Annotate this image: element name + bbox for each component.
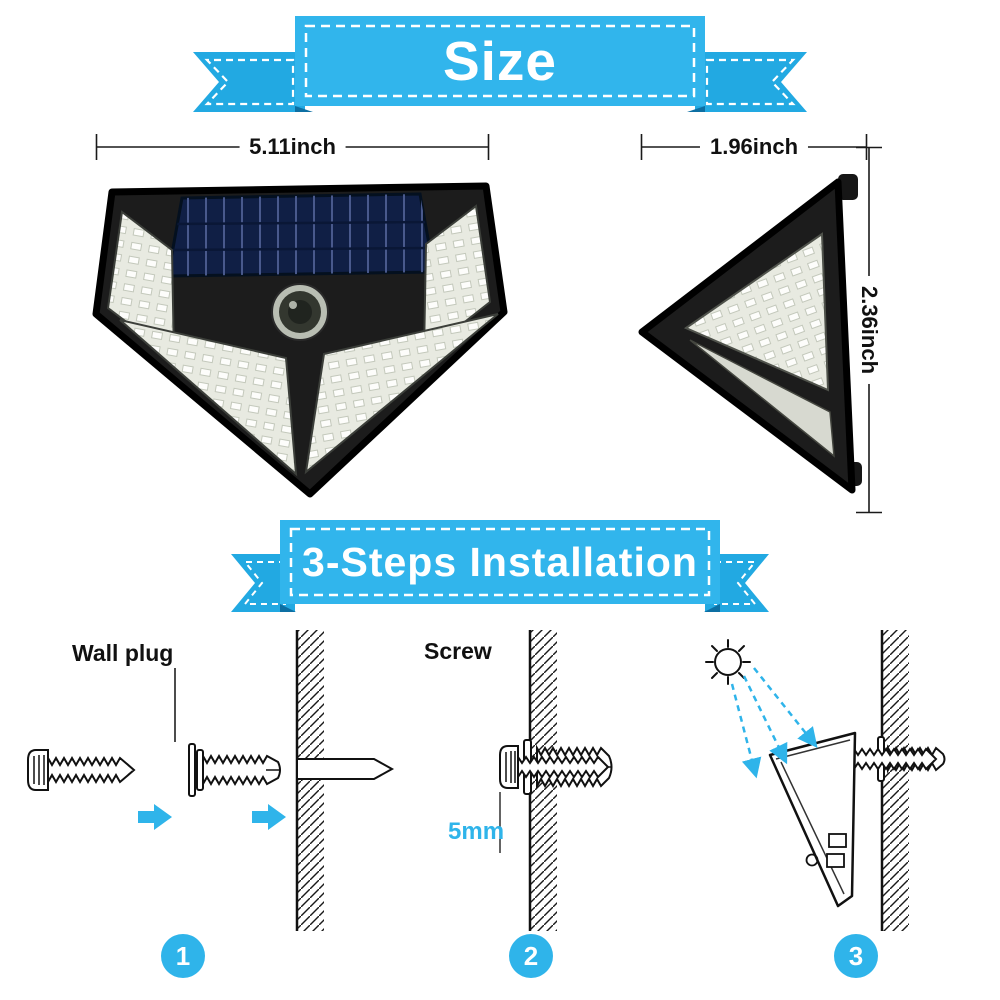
screw-icon (27, 749, 136, 791)
sunlight-dashed-arrows (730, 667, 818, 779)
wall-plug-icon (188, 743, 281, 797)
mount-bracket-top (838, 174, 858, 200)
step1-drawing (27, 630, 395, 931)
led-panel-side (683, 232, 830, 392)
size-banner-label: Size (442, 30, 558, 92)
step3-drawing (705, 630, 946, 931)
led-panel-bottom-left (119, 319, 298, 477)
solar-panel (166, 192, 436, 278)
diffuser-strip (689, 339, 835, 458)
front-width-dimension: 5.11inch (95, 130, 490, 164)
ribbon-right-flag (695, 52, 807, 112)
ribbon-left-flag (231, 554, 295, 612)
wall-section (295, 630, 395, 931)
hanging-slot (826, 853, 845, 868)
screw-label: Screw (424, 638, 492, 664)
step3-number-badge: 3 (834, 934, 878, 978)
ribbon-band (280, 520, 720, 604)
size-banner: Size (185, 14, 815, 114)
product-front-view (88, 160, 512, 512)
led-panel-bottom-right (304, 313, 499, 475)
sun-icon (705, 639, 751, 685)
ribbon-left-flag (193, 52, 305, 112)
ribbon-fold-right (704, 604, 720, 612)
step2-number-badge: 2 (509, 934, 553, 978)
step1-illustration (22, 628, 402, 933)
motion-sensor (271, 283, 329, 341)
product-side-view (632, 160, 872, 508)
ribbon-band (295, 16, 705, 106)
solar-light-side-image (638, 174, 862, 494)
front-width-label: 5.11inch (239, 134, 346, 160)
step2-drawing (499, 630, 613, 931)
side-height-dimension: 2.36inch (852, 146, 886, 514)
arrow-right-icon (138, 804, 172, 830)
ribbon-right-flag (705, 554, 769, 612)
solar-light-front-image (92, 182, 508, 498)
screw-icon (499, 745, 610, 789)
gap-measure-label: 5mm (448, 818, 505, 845)
wall-plug-label: Wall plug (72, 640, 174, 666)
side-width-dimension: 1.96inch (640, 130, 868, 164)
arrow-right-icon (252, 804, 286, 830)
step3-illustration (692, 628, 984, 933)
step2-illustration (418, 628, 683, 933)
ribbon-fold-left (280, 604, 296, 612)
installation-banner-label: 3-Steps Installation (302, 538, 698, 585)
installation-banner: 3-Steps Installation (225, 518, 775, 614)
step1-number-badge: 1 (161, 934, 205, 978)
installation-banner-ribbon (231, 520, 769, 612)
ribbon-fold-left (295, 106, 313, 112)
gap-dimension-lines (499, 792, 531, 853)
wall-section (880, 630, 909, 931)
side-width-label: 1.96inch (699, 134, 809, 160)
hanging-slot (828, 833, 847, 848)
sensor-dot (805, 853, 819, 867)
mounted-light-side (768, 731, 857, 908)
ribbon-fold-right (687, 106, 705, 112)
size-banner-ribbon (193, 16, 807, 112)
drilled-hole (296, 758, 395, 780)
